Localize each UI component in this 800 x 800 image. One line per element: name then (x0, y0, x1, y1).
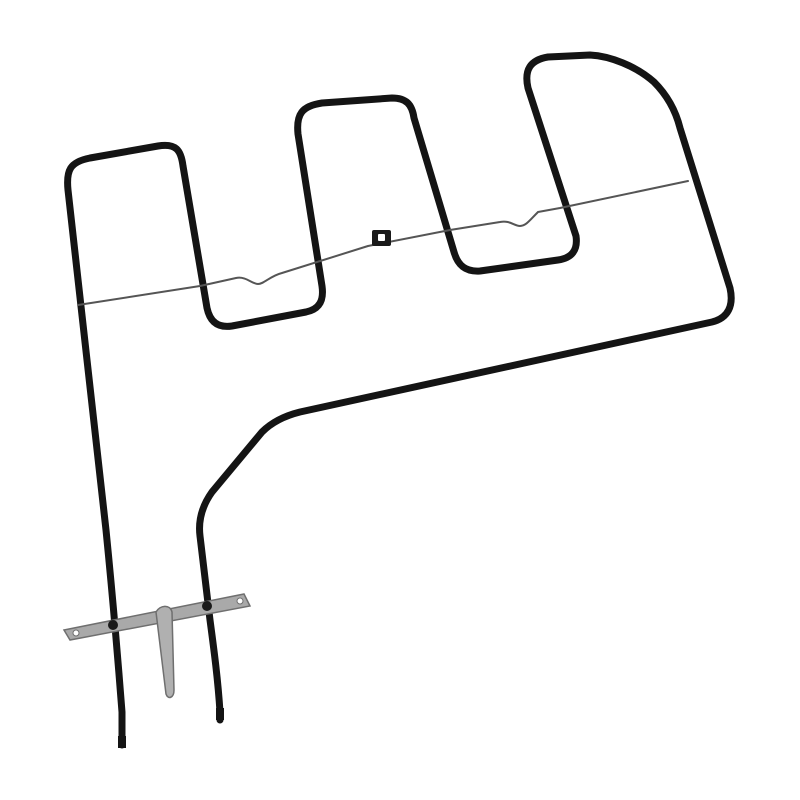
ground-tab (155, 605, 175, 699)
heating-element-tube (64, 51, 735, 749)
wire-clip (372, 230, 391, 246)
terminal-ends (118, 708, 224, 748)
support-wire (77, 180, 689, 306)
